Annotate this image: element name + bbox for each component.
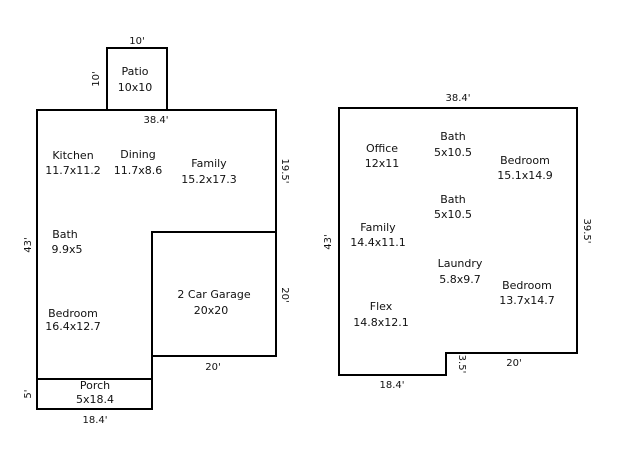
bath-size: 9.9x5 bbox=[51, 243, 82, 256]
bedroom2-name: Bedroom bbox=[502, 279, 552, 292]
bedroom1-size: 15.1x14.9 bbox=[497, 169, 553, 182]
office-size: 12x11 bbox=[365, 157, 400, 170]
garage-depth-dim: 20' bbox=[279, 287, 290, 302]
dining-name: Dining bbox=[120, 148, 156, 161]
office-name: Office bbox=[366, 142, 398, 155]
bath1-size: 5x10.5 bbox=[434, 146, 472, 159]
floor1-right-upper-dim: 19.5' bbox=[279, 158, 290, 183]
kitchen-name: Kitchen bbox=[52, 149, 93, 162]
bedroom-name: Bedroom bbox=[48, 307, 98, 320]
floor1-top-width-dim: 38.4' bbox=[143, 115, 168, 126]
bath2-name: Bath bbox=[440, 193, 466, 206]
laundry-name: Laundry bbox=[438, 257, 483, 270]
garage-size: 20x20 bbox=[194, 304, 229, 317]
floor2-left-height-dim: 43' bbox=[323, 234, 334, 249]
bath-name: Bath bbox=[52, 228, 78, 241]
patio-name: Patio bbox=[122, 65, 149, 78]
floor-1: Patio 10x10 Kitchen 11.7x11.2 Dining 11.… bbox=[23, 36, 290, 426]
floor-2: Office 12x11 Bath 5x10.5 Bedroom 15.1x14… bbox=[323, 93, 592, 391]
laundry-size: 5.8x9.7 bbox=[439, 273, 481, 286]
floor2-top-width-dim: 38.4' bbox=[445, 93, 470, 104]
bath1-name: Bath bbox=[440, 130, 466, 143]
floor1-left-height-dim: 43' bbox=[23, 237, 34, 252]
flex-size: 14.8x12.1 bbox=[353, 316, 409, 329]
porch-size: 5x18.4 bbox=[76, 393, 114, 406]
porch-name: Porch bbox=[80, 379, 110, 392]
floor2-bottom-right-dim: 20' bbox=[506, 358, 521, 369]
garage-name: 2 Car Garage bbox=[177, 288, 250, 301]
patio-width-dim: 10' bbox=[129, 36, 144, 47]
patio-size: 10x10 bbox=[118, 81, 153, 94]
porch-depth-dim: 5' bbox=[23, 389, 34, 398]
patio-depth-dim: 10' bbox=[91, 71, 102, 86]
bedroom2-size: 13.7x14.7 bbox=[499, 294, 555, 307]
flex-name: Flex bbox=[370, 300, 393, 313]
family2-size: 14.4x11.1 bbox=[350, 236, 406, 249]
patio-outline bbox=[106, 47, 168, 111]
bath2-size: 5x10.5 bbox=[434, 208, 472, 221]
family-size: 15.2x17.3 bbox=[181, 173, 237, 186]
floor2-outline bbox=[338, 107, 578, 376]
bedroom-size: 16.4x12.7 bbox=[45, 320, 101, 333]
family-name: Family bbox=[191, 157, 227, 170]
porch-outline bbox=[36, 378, 153, 410]
garage-width-dim: 20' bbox=[205, 362, 220, 373]
family2-name: Family bbox=[360, 221, 396, 234]
floor2-right-height-dim: 39.5' bbox=[581, 218, 592, 243]
porch-width-dim: 18.4' bbox=[82, 415, 107, 426]
floor2-step-dim: 3.5' bbox=[456, 355, 467, 374]
kitchen-size: 11.7x11.2 bbox=[45, 164, 101, 177]
garage-outline bbox=[151, 231, 277, 357]
floor2-bottom-left-dim: 18.4' bbox=[379, 380, 404, 391]
bedroom1-name: Bedroom bbox=[500, 154, 550, 167]
dining-size: 11.7x8.6 bbox=[114, 164, 163, 177]
